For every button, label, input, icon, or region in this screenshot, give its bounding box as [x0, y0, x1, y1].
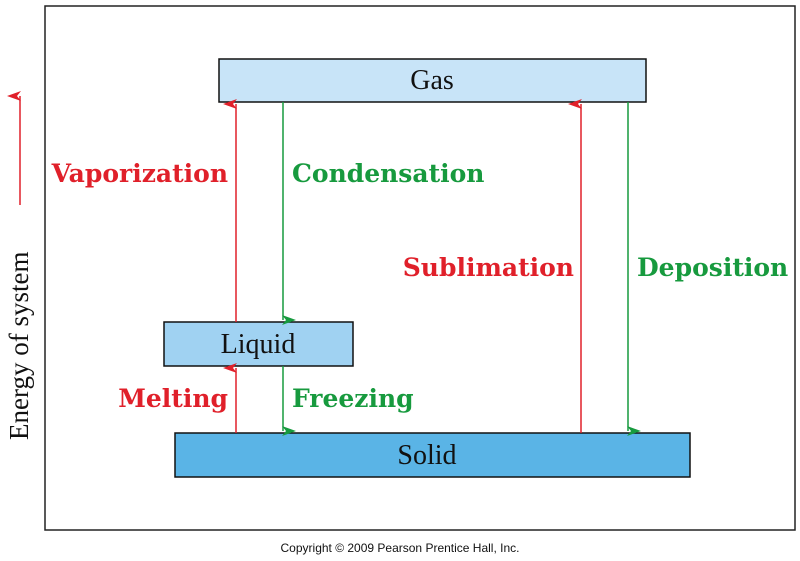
- gas-label: Gas: [410, 65, 454, 96]
- sublimation-label: Sublimation: [403, 253, 574, 282]
- solid-label: Solid: [397, 440, 456, 471]
- melting-label: Melting: [118, 384, 228, 413]
- freezing-label: Freezing: [292, 384, 414, 413]
- gas-box: [218, 58, 647, 103]
- condensation-label: Condensation: [292, 159, 484, 188]
- vaporization-label: Vaporization: [51, 159, 228, 188]
- deposition-label: Deposition: [637, 253, 788, 282]
- energy-axis-label: Energy of system: [4, 252, 34, 440]
- solid-box: [174, 432, 691, 478]
- liquid-box: [163, 321, 354, 367]
- diagram-frame: [44, 5, 796, 531]
- copyright: Copyright © 2009 Pearson Prentice Hall, …: [281, 541, 520, 555]
- liquid-label: Liquid: [221, 329, 296, 360]
